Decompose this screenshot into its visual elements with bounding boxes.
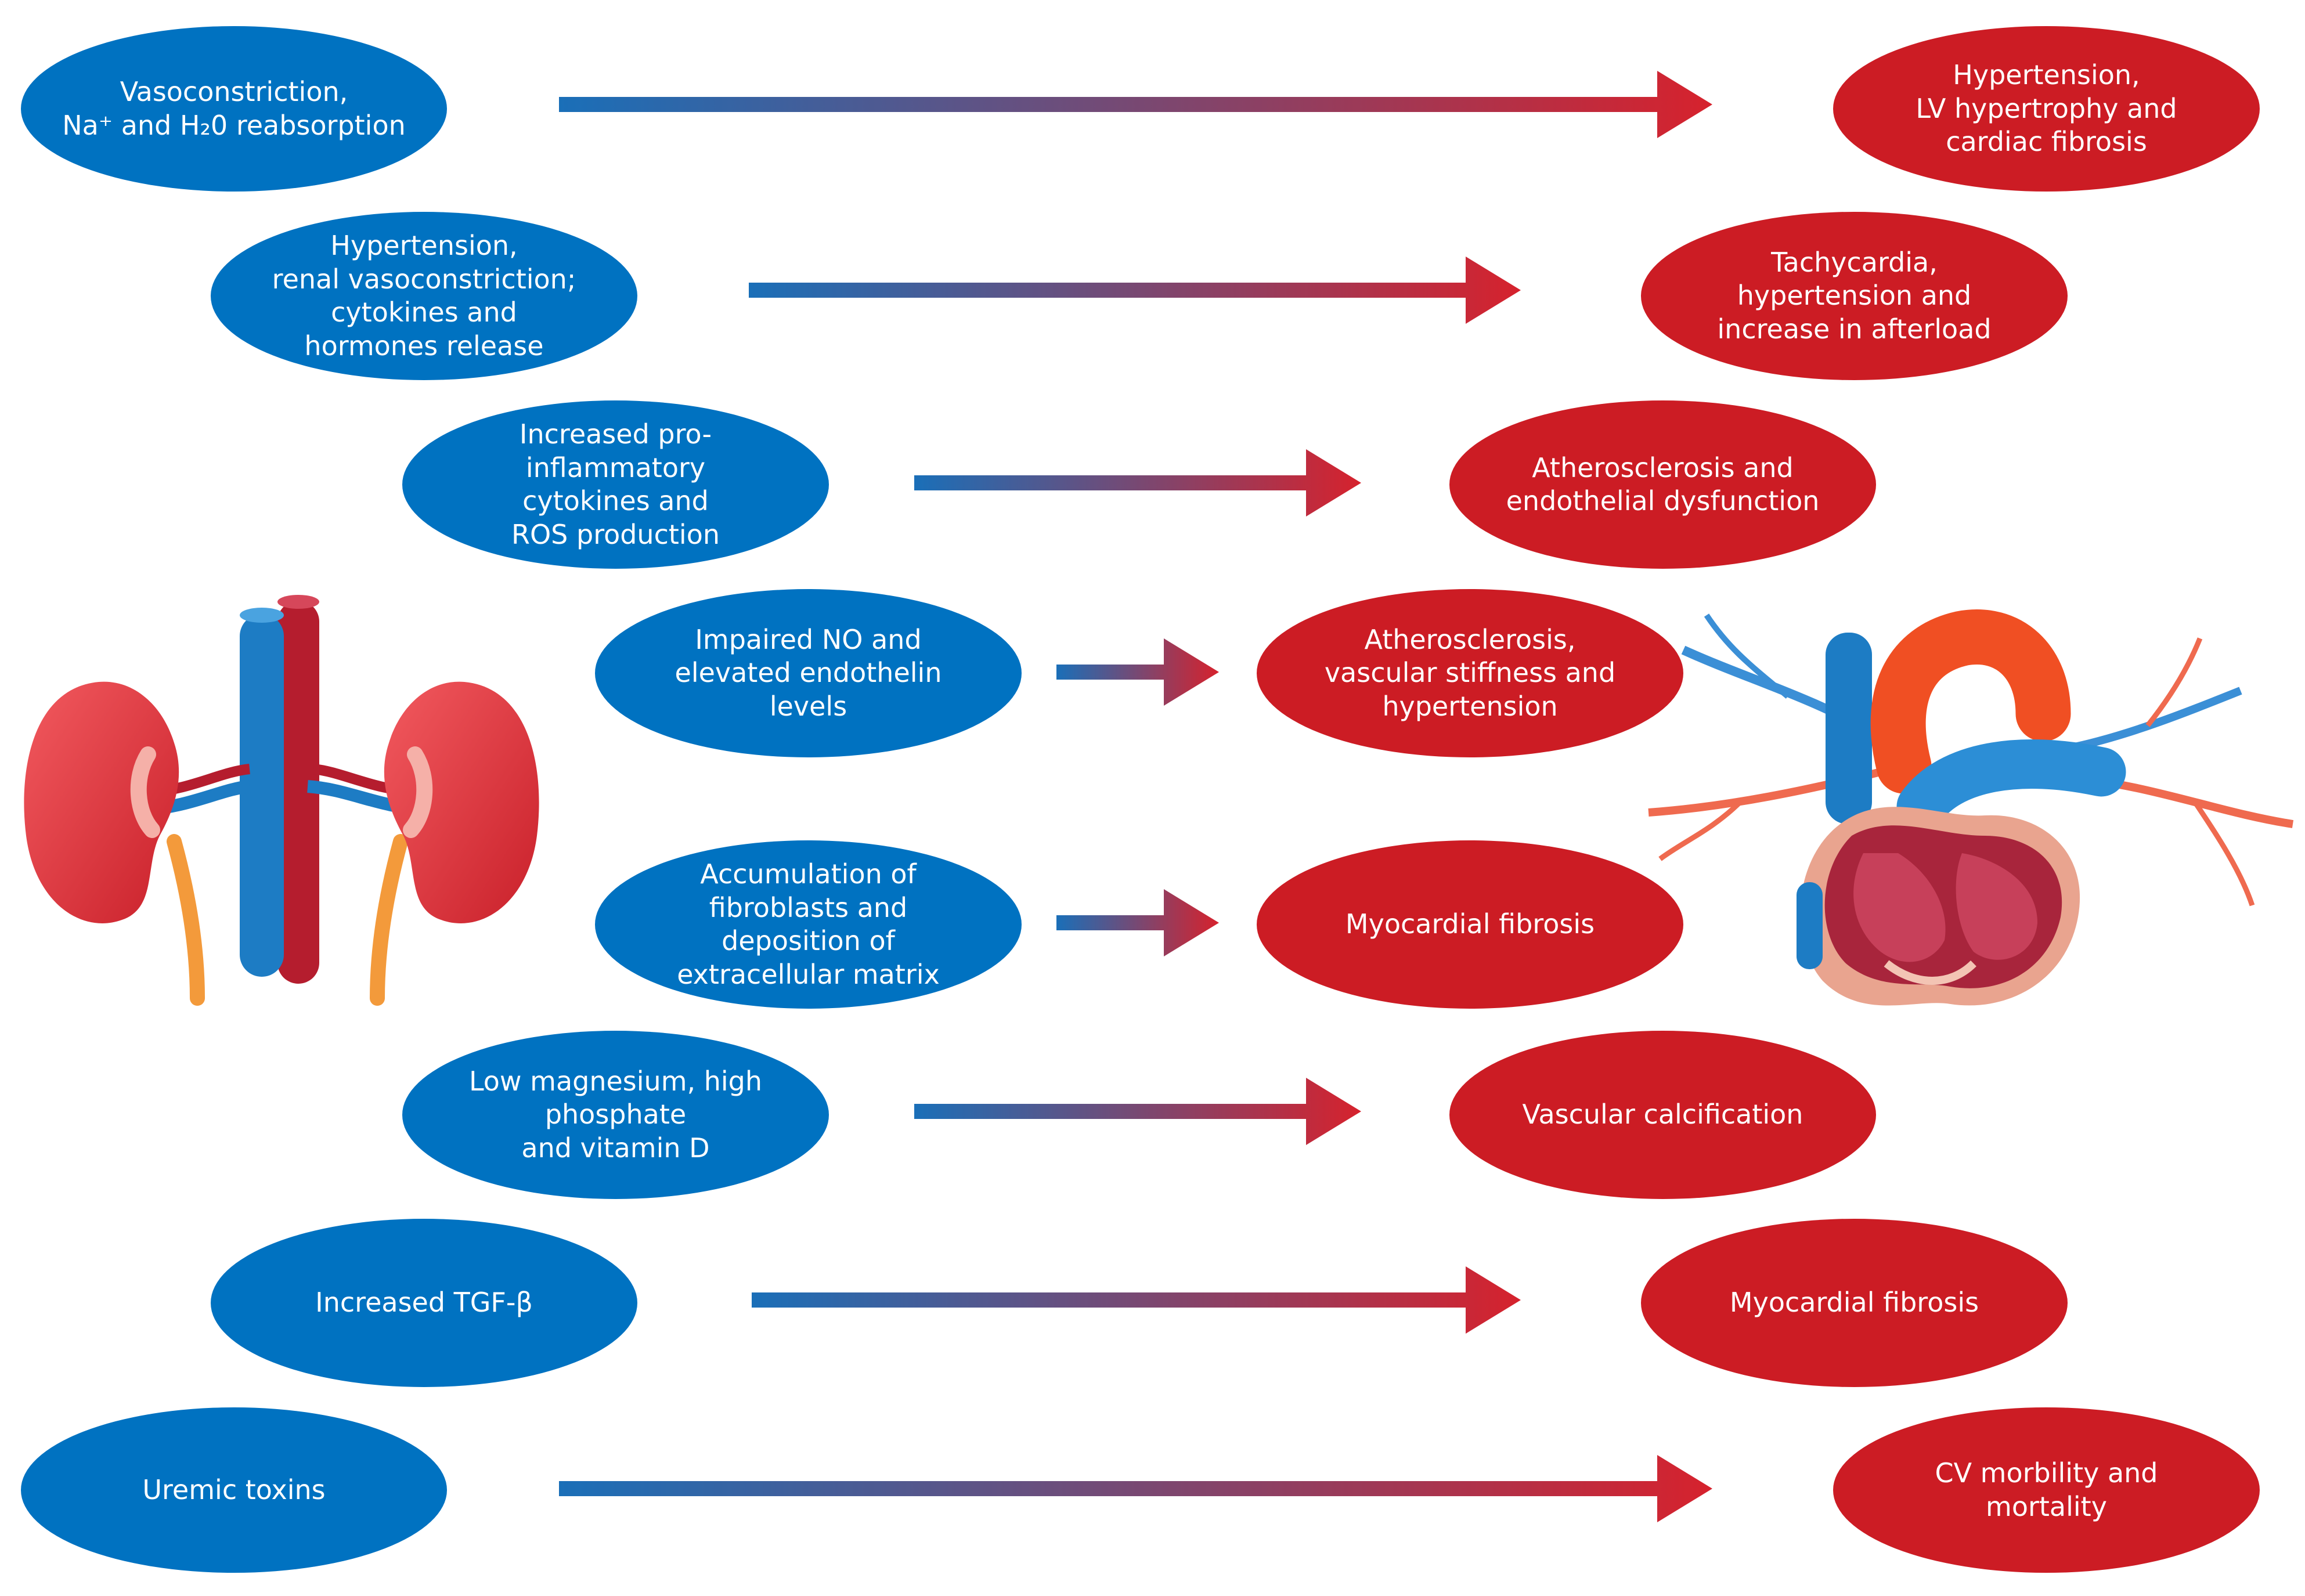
arrows-layer [559,71,1712,1522]
kidneys-icon [24,595,539,1006]
effect-node-5: Myocardial fibrosis [1257,840,1683,1009]
arrow-6 [914,1078,1361,1145]
effect-node-8: CV morbility and mortality [1833,1407,2260,1573]
effect-node-4: Atherosclerosis, vascular stiffness and … [1257,589,1683,757]
cause-node-5: Accumulation of fibroblasts and depositi… [595,840,1022,1009]
effect-node-1: Hypertension, LV hypertrophy and cardiac… [1833,26,2260,192]
arrow-3 [914,449,1361,517]
arrow-7 [752,1266,1521,1334]
arrow-8 [559,1455,1712,1522]
effect-node-7: Myocardial fibrosis [1641,1219,2068,1387]
effect-node-6: Vascular calcification [1449,1031,1876,1199]
cause-node-8: Uremic toxins [21,1407,447,1573]
arrow-2 [749,257,1521,324]
cause-node-4: Impaired NO and elevated endothelin leve… [595,589,1022,757]
arrow-5 [1056,889,1219,956]
cause-node-3: Increased pro-inflammatory cytokines and… [402,400,829,569]
effect-node-3: Atherosclerosis and endothelial dysfunct… [1449,400,1876,569]
heart-icon [1648,609,2294,1006]
effect-node-2: Tachycardia, hypertension and increase i… [1641,212,2068,380]
cause-node-7: Increased TGF-β [211,1219,637,1387]
cause-node-1: Vasoconstriction, Na⁺ and H₂0 reabsorpti… [21,26,447,192]
arrow-4 [1056,638,1219,706]
cause-node-6: Low magnesium, high phosphate and vitami… [402,1031,829,1199]
arrow-1 [559,71,1712,138]
cause-node-2: Hypertension, renal vasoconstriction; cy… [211,212,637,380]
